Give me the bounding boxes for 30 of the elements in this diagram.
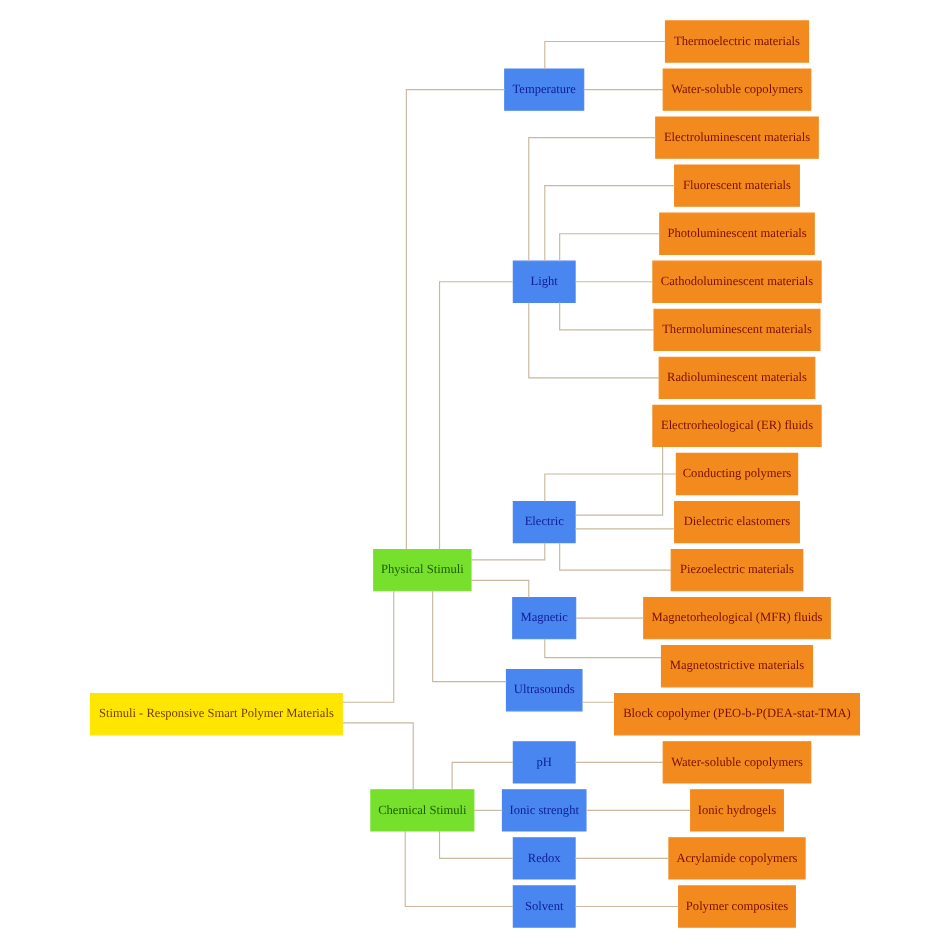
connector bbox=[431, 590, 506, 683]
connector bbox=[573, 761, 663, 763]
connector bbox=[527, 302, 659, 379]
connector bbox=[450, 761, 513, 791]
connector bbox=[543, 473, 676, 502]
connector bbox=[543, 40, 665, 70]
connector bbox=[543, 638, 661, 659]
connector bbox=[573, 528, 675, 530]
connector bbox=[558, 542, 671, 571]
connector bbox=[584, 809, 691, 811]
connector bbox=[573, 905, 679, 908]
connector bbox=[582, 89, 663, 91]
connector bbox=[558, 233, 660, 262]
connector bbox=[527, 137, 656, 262]
connector bbox=[580, 701, 614, 703]
connector bbox=[403, 830, 513, 908]
connector bbox=[574, 617, 644, 619]
connector bbox=[469, 579, 529, 599]
connector bbox=[340, 590, 394, 703]
connector bbox=[404, 89, 505, 551]
connector bbox=[543, 185, 675, 262]
connector bbox=[558, 301, 654, 331]
connector bbox=[573, 446, 663, 516]
connector bbox=[437, 281, 513, 550]
connector bbox=[573, 281, 653, 283]
connector bbox=[573, 857, 669, 859]
connector bbox=[341, 722, 413, 791]
connector bbox=[469, 542, 545, 561]
connector bbox=[472, 809, 502, 811]
connector bbox=[437, 830, 513, 859]
